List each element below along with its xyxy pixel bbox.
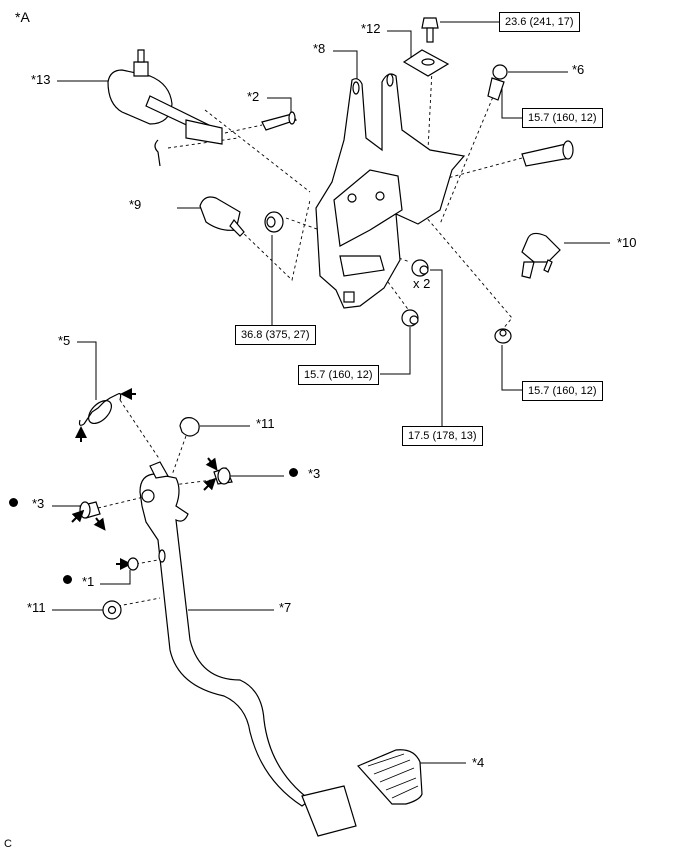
torque-box-nut-x2: 17.5 (178, 13): [402, 426, 483, 446]
torque-box-nut-center: 15.7 (160, 12): [298, 365, 379, 385]
bushings: [79, 467, 233, 519]
long-bolt: [521, 140, 574, 167]
callout-13: *13: [31, 72, 51, 87]
callout-12: *12: [361, 21, 381, 36]
pedal-pad: [356, 749, 423, 805]
non-reusable-dot-icon: [63, 575, 72, 584]
callout-6: *6: [572, 62, 585, 77]
figure-code: C: [4, 838, 12, 850]
callout-10: *10: [617, 235, 637, 250]
callout-3-right: *3: [308, 466, 321, 481]
callout-5: *5: [58, 333, 71, 348]
callout-8: *8: [313, 41, 326, 56]
stop-light-switch: [199, 196, 245, 237]
grease-arrows: [71, 457, 218, 570]
torque-box-nut-right: 15.7 (160, 12): [522, 381, 603, 401]
pedal-bracket: [315, 73, 466, 309]
small-bushing: [127, 557, 139, 571]
master-cylinder: [107, 49, 223, 167]
torque-box-nut-left: 36.8 (375, 27): [235, 325, 316, 345]
section-label: *A: [15, 9, 30, 25]
non-reusable-dot-icon: [289, 468, 298, 477]
non-reusable-dot-icon: [9, 498, 18, 507]
bolt-12: [402, 17, 450, 77]
torque-box-bolt-6: 15.7 (160, 12): [522, 108, 603, 128]
nuts: [401, 259, 512, 344]
callout-3-left: *3: [32, 496, 45, 511]
callout-7: *7: [279, 600, 292, 615]
clevis-pin: [261, 111, 297, 131]
callout-1: *1: [82, 574, 95, 589]
callout-11-bottom: *11: [27, 600, 46, 615]
nut-left: [264, 211, 284, 233]
brake-pedal-arm: [139, 461, 357, 837]
callout-4: *4: [472, 755, 485, 770]
torque-box-bolt-12: 23.6 (241, 17): [499, 12, 580, 32]
callout-11-top: *11: [256, 416, 275, 431]
callout-2: *2: [247, 89, 260, 104]
bolt-6: [487, 64, 508, 101]
pedal-sensor: [521, 232, 561, 279]
cushions: [102, 417, 200, 620]
quantity-label: x 2: [413, 276, 431, 291]
leader-lines: [52, 21, 610, 764]
callout-9: *9: [129, 197, 142, 212]
return-spring: [78, 393, 122, 426]
